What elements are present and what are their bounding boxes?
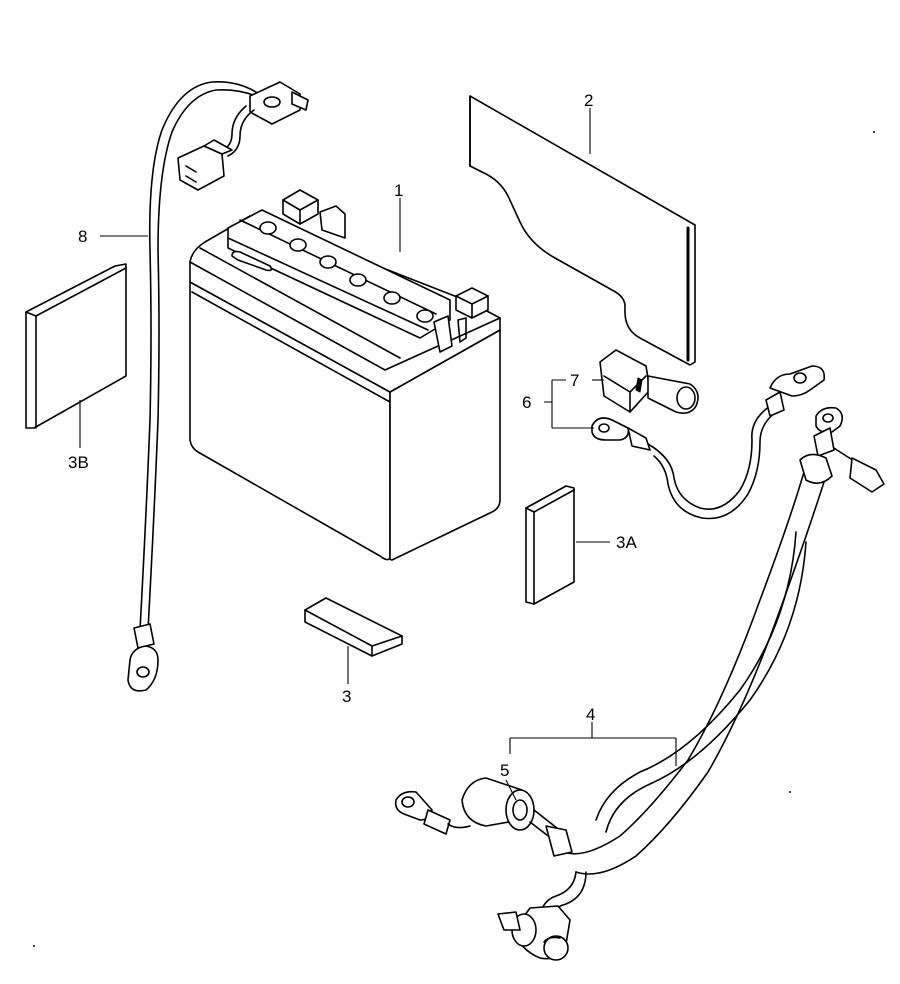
label-harness: 4 bbox=[586, 705, 595, 724]
label-cap: 5 bbox=[500, 761, 509, 780]
positive-terminal bbox=[282, 189, 346, 239]
label-ground-wire: 8 bbox=[78, 227, 87, 246]
pad-3 bbox=[304, 597, 403, 657]
leader-lines bbox=[79, 108, 677, 801]
vent-holes bbox=[259, 221, 434, 323]
label-cover: 2 bbox=[584, 91, 593, 110]
label-battery: 1 bbox=[394, 181, 403, 200]
pad-3b bbox=[25, 263, 127, 429]
pad-3a bbox=[525, 485, 575, 605]
label-pad: 3 bbox=[342, 687, 351, 706]
label-pad-b: 3B bbox=[68, 453, 89, 472]
label-terminal-cap: 7 bbox=[570, 371, 579, 390]
label-pad-a: 3A bbox=[616, 533, 637, 552]
terminal-lead bbox=[591, 349, 826, 520]
main-harness bbox=[394, 406, 885, 961]
part-labels: 1 2 3 3A 3B 4 5 6 7 8 bbox=[68, 91, 637, 780]
negative-terminal bbox=[433, 287, 489, 353]
speck-dots bbox=[33, 131, 875, 947]
label-lead-assy: 6 bbox=[522, 393, 531, 412]
battery bbox=[189, 189, 501, 561]
ground-wire bbox=[127, 80, 309, 692]
battery-cover bbox=[469, 95, 696, 366]
